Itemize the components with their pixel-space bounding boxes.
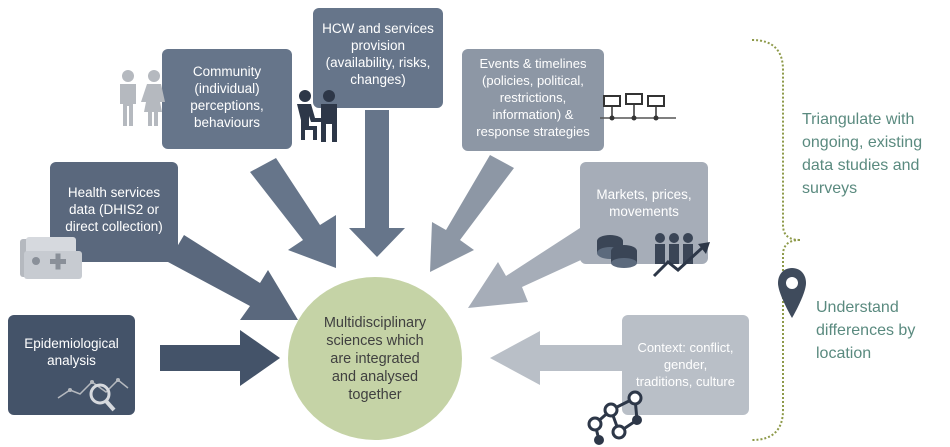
bracket-top	[751, 39, 801, 241]
arrow-community	[250, 158, 336, 268]
center-circle: Multidisciplinary sciences which are int…	[288, 277, 462, 440]
people-icon	[120, 70, 165, 126]
box-events: Events & timelines (policies, political,…	[462, 49, 604, 151]
coins-icon	[597, 235, 637, 268]
box-hcw: HCW and services provision (availability…	[313, 8, 443, 108]
box-events-label: Events & timelines (policies, political,…	[476, 56, 590, 139]
crowd-growth-icon	[652, 233, 710, 278]
box-community: Community (individual) perceptions, beha…	[162, 49, 292, 149]
box-context: Context: conflict, gender, traditions, c…	[622, 315, 749, 415]
doctor-patient-icon	[297, 90, 337, 142]
location-pin-icon	[778, 268, 806, 318]
box-hcw-label: HCW and services provision (availability…	[322, 21, 434, 87]
box-community-label: Community (individual) perceptions, beha…	[190, 64, 264, 130]
triangulate-text: Triangulate with ongoing, existing data …	[802, 111, 923, 197]
box-epidemiological: Epidemiological analysis	[8, 315, 135, 415]
arrow-context	[490, 331, 625, 385]
box-markets: Markets, prices, movements	[580, 162, 708, 264]
arrow-hcw	[349, 110, 405, 257]
timeline-icon	[600, 93, 676, 121]
arrow-epidemiological	[160, 330, 280, 386]
center-label: Multidisciplinary sciences which are int…	[323, 314, 427, 403]
network-icon	[587, 390, 643, 445]
arrow-events	[430, 155, 514, 272]
box-markets-label: Markets, prices, movements	[596, 187, 692, 219]
understand-text: Understand differences by location	[816, 299, 916, 362]
medical-folder-icon	[20, 237, 82, 279]
bracket-bottom	[751, 239, 801, 441]
box-health-services-label: Health services data (DHIS2 or direct co…	[65, 185, 163, 234]
arrow-health-services	[168, 235, 298, 320]
box-epidemiological-label: Epidemiological analysis	[24, 336, 119, 368]
magnifier-chart-icon	[57, 378, 129, 412]
arrow-markets	[468, 228, 594, 308]
box-context-label: Context: conflict, gender, traditions, c…	[636, 340, 735, 389]
